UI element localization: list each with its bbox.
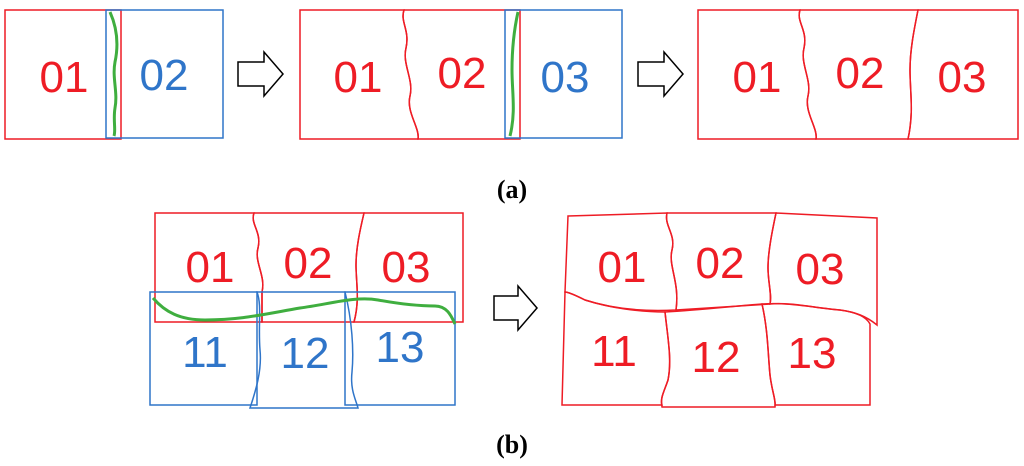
tile-03-outline [353, 212, 464, 323]
seam-line [108, 11, 119, 137]
panel-b-before: 01 02 03 11 12 13 [149, 212, 464, 409]
tile-01-label: 01 [186, 243, 235, 292]
tile-01-label: 01 [598, 243, 647, 292]
tile-02-label: 02 [284, 239, 333, 288]
panel-a-step1: 01 02 [4, 9, 224, 140]
panel-b-after: 01 02 03 11 12 13 [561, 212, 878, 408]
seam-line [151, 297, 457, 325]
tile-11-outline [149, 291, 258, 406]
panel-a-step2: 01 02 03 [299, 9, 623, 140]
tile-03-label: 03 [541, 53, 590, 102]
tile-03-label: 03 [382, 243, 431, 292]
tile-11-label: 11 [182, 328, 228, 377]
tile-01-label: 01 [733, 53, 782, 102]
tile-12-label: 12 [281, 329, 330, 378]
tile-12-outline [248, 291, 359, 409]
tile-02-outline [402, 9, 521, 140]
tile-02-label: 02 [696, 239, 745, 288]
tile-01-label: 01 [40, 53, 89, 102]
panel-a-result: 01 02 03 [697, 9, 1019, 140]
tile-13-label: 13 [376, 323, 425, 372]
panel-b-caption: (b) [496, 430, 528, 459]
tile-13-outline [344, 291, 456, 406]
tile-12-label: 12 [692, 333, 741, 382]
right-arrow-icon [237, 49, 284, 99]
tile-01-label: 01 [334, 53, 383, 102]
panel-b: 01 02 03 11 12 13 01 02 03 11 12 13 [149, 212, 878, 459]
tile-11-label: 11 [591, 327, 637, 376]
right-arrow-icon [637, 49, 684, 99]
tile-02-label: 02 [438, 49, 487, 98]
tile-02-label: 02 [140, 51, 189, 100]
tile-01-outline [4, 9, 122, 140]
tile-13-label: 13 [788, 329, 837, 378]
tile-03-outline [504, 9, 623, 139]
seam-line [508, 11, 520, 137]
tile-13-outline [761, 302, 871, 406]
right-arrow-icon [493, 283, 538, 333]
panel-a-caption: (a) [497, 175, 527, 204]
tile-02-label: 02 [836, 49, 885, 98]
tile-03-outline [907, 9, 1019, 140]
tile-03-label: 03 [796, 245, 845, 294]
tile-02-outline [105, 9, 224, 139]
tile-03-label: 03 [938, 53, 987, 102]
panel-a: 01 02 01 02 03 01 02 03 (a) [4, 9, 1019, 204]
